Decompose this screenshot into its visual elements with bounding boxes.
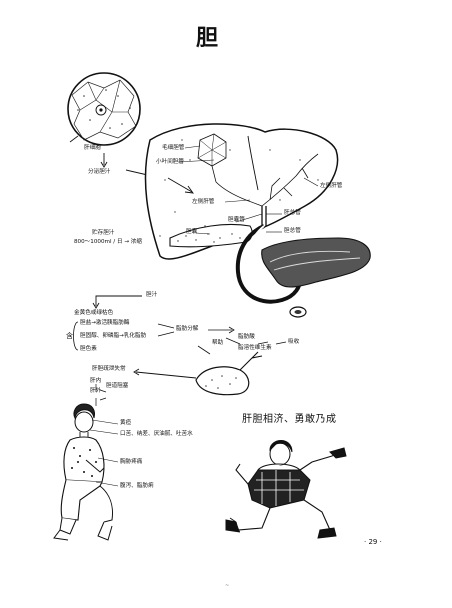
label-fatty-acid: 脂肪酸	[238, 334, 255, 340]
label-volume: 800～1000ml / 日 → 浓缩	[74, 239, 142, 245]
label-secrete-bile: 分泌胆汁	[88, 169, 111, 175]
page-title: 胆	[196, 25, 220, 51]
label-cystic-duct: 胆囊管	[228, 217, 245, 223]
label-absorb: 吸收	[288, 339, 300, 345]
label-interlobular-duct: 小叶间胆管	[156, 159, 184, 165]
label-liver-cell: 肝细胞	[84, 145, 101, 151]
label-bile-salt: 胆盐→激活胰脂肪酶	[80, 320, 130, 326]
label-rib-pain: 胸胁疼痛	[120, 459, 143, 465]
label-obstruction: 胆道阻塞	[106, 383, 129, 389]
page-number: · 29 ·	[364, 538, 382, 546]
seated-woman-figure	[53, 403, 113, 541]
label-bile: 胆汁	[146, 292, 158, 298]
bottom-mark: ~	[225, 583, 230, 589]
liver-outline	[144, 123, 339, 260]
caption: 肝胆相济、勇敢乃成	[242, 414, 337, 425]
label-store-bile: 贮存胆汁	[92, 230, 115, 236]
label-jaundice: 黄疸	[120, 420, 132, 426]
label-bile-capillary: 毛细胆管	[162, 145, 185, 151]
man-with-gun-figure	[225, 440, 347, 539]
label-diarrhea: 腹泻、脂肪痢	[120, 483, 154, 489]
label-symptoms: 口苦、纳差、厌油腻、吐苦水	[120, 431, 193, 437]
label-contains: 含	[66, 332, 73, 340]
label-left-liver-duct: 左侧肝管	[320, 183, 343, 189]
liver-cell-inset	[67, 72, 141, 146]
label-bile-pigment: 胆色素	[80, 346, 97, 352]
small-gallbladder	[195, 351, 263, 396]
label-cholesterol: 胆固醇、卵磷脂→乳化脂肪	[80, 333, 147, 339]
label-liver-outside: 肝外	[90, 388, 102, 394]
label-left-hepatic-duct: 左侧肝管	[192, 199, 215, 205]
duodenum-pancreas	[235, 224, 371, 318]
label-gallbladder: 胆囊	[186, 229, 198, 235]
label-liver-inside: 肝内	[90, 378, 102, 384]
label-vitamin: 脂溶性维生素	[238, 345, 272, 351]
label-color: 金黄色或绿枯色	[74, 310, 114, 316]
label-dysfunction: 肝胆疏泄失常	[92, 366, 126, 372]
label-fat-break: 脂肪分解	[176, 326, 199, 332]
label-help: 帮助	[212, 340, 224, 346]
label-common-hepatic-duct: 肝总管	[284, 210, 301, 216]
label-common-bile-duct: 胆总管	[284, 228, 301, 234]
